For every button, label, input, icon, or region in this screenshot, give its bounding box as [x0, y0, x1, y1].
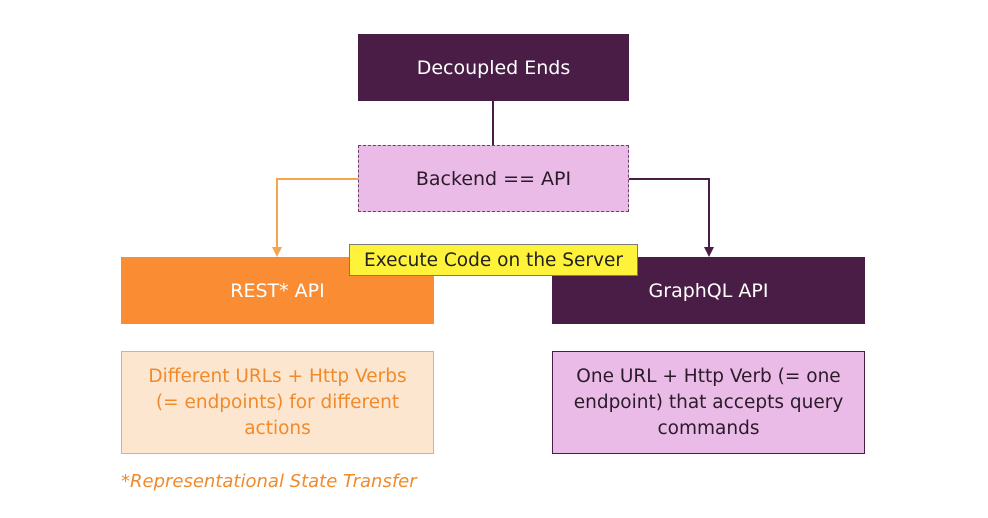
decoupled-ends-node: Decoupled Ends — [358, 34, 629, 101]
graphql-description-text: One URL + Http Verb (= one endpoint) tha… — [573, 365, 844, 439]
rest-footnote: *Representational State Transfer — [121, 471, 417, 492]
graphql-description-box: One URL + Http Verb (= one endpoint) tha… — [552, 351, 865, 454]
rest-api-label: REST* API — [230, 279, 325, 302]
arrow-backend-to-graphql — [629, 178, 714, 257]
decoupled-ends-label: Decoupled Ends — [416, 56, 571, 79]
backend-api-node: Backend == API — [358, 145, 629, 212]
execute-code-label: Execute Code on the Server — [364, 249, 623, 271]
graphql-api-label: GraphQL API — [648, 279, 769, 302]
rest-description-box: Different URLs + Http Verbs (= endpoints… — [121, 351, 434, 454]
execute-code-label-box: Execute Code on the Server — [349, 244, 638, 276]
backend-api-label: Backend == API — [415, 167, 572, 190]
arrow-backend-to-rest — [272, 178, 358, 257]
rest-description-text: Different URLs + Http Verbs (= endpoints… — [148, 365, 407, 439]
